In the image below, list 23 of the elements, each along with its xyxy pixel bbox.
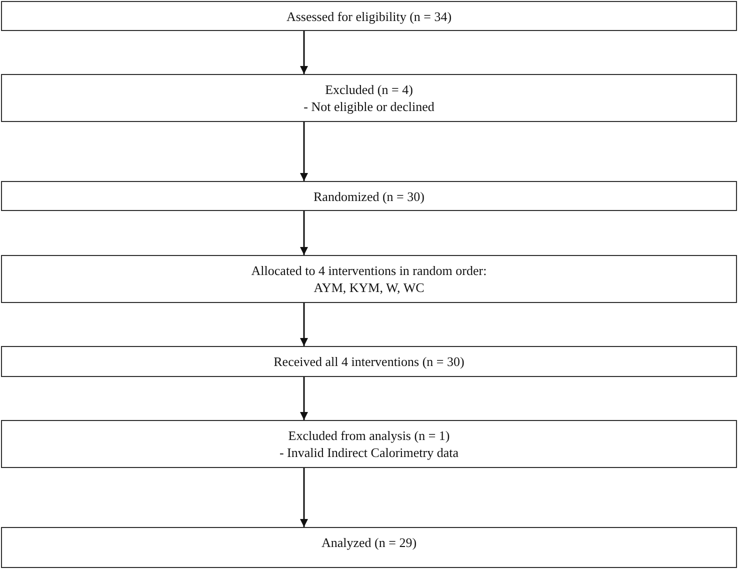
arrow bbox=[300, 468, 308, 527]
step-label: Excluded from analysis (n = 1) bbox=[288, 427, 450, 444]
step-label: Assessed for eligibility (n = 34) bbox=[286, 8, 452, 24]
step-detail: AYM, KYM, W, WC bbox=[314, 279, 424, 296]
step-label: Analyzed (n = 29) bbox=[321, 534, 417, 551]
step-label: Allocated to 4 interventions in random order: bbox=[251, 262, 487, 279]
arrow bbox=[300, 122, 308, 181]
step-label: Received all 4 interventions (n = 30) bbox=[274, 353, 464, 370]
arrow bbox=[300, 31, 308, 74]
arrow bbox=[300, 377, 308, 420]
process-box bbox=[1, 1, 737, 31]
process-box bbox=[1, 346, 737, 377]
step-detail: - Invalid Indirect Calorimetry data bbox=[279, 444, 459, 461]
arrow bbox=[300, 303, 308, 346]
process-box bbox=[1, 181, 737, 211]
process-box bbox=[1, 255, 737, 303]
process-box bbox=[1, 527, 737, 568]
arrow bbox=[300, 211, 308, 255]
step-detail: - Not eligible or declined bbox=[304, 98, 434, 115]
process-box bbox=[1, 74, 737, 122]
step-label: Randomized (n = 30) bbox=[314, 188, 424, 204]
step-label: Excluded (n = 4) bbox=[325, 81, 413, 98]
process-box bbox=[1, 420, 737, 468]
